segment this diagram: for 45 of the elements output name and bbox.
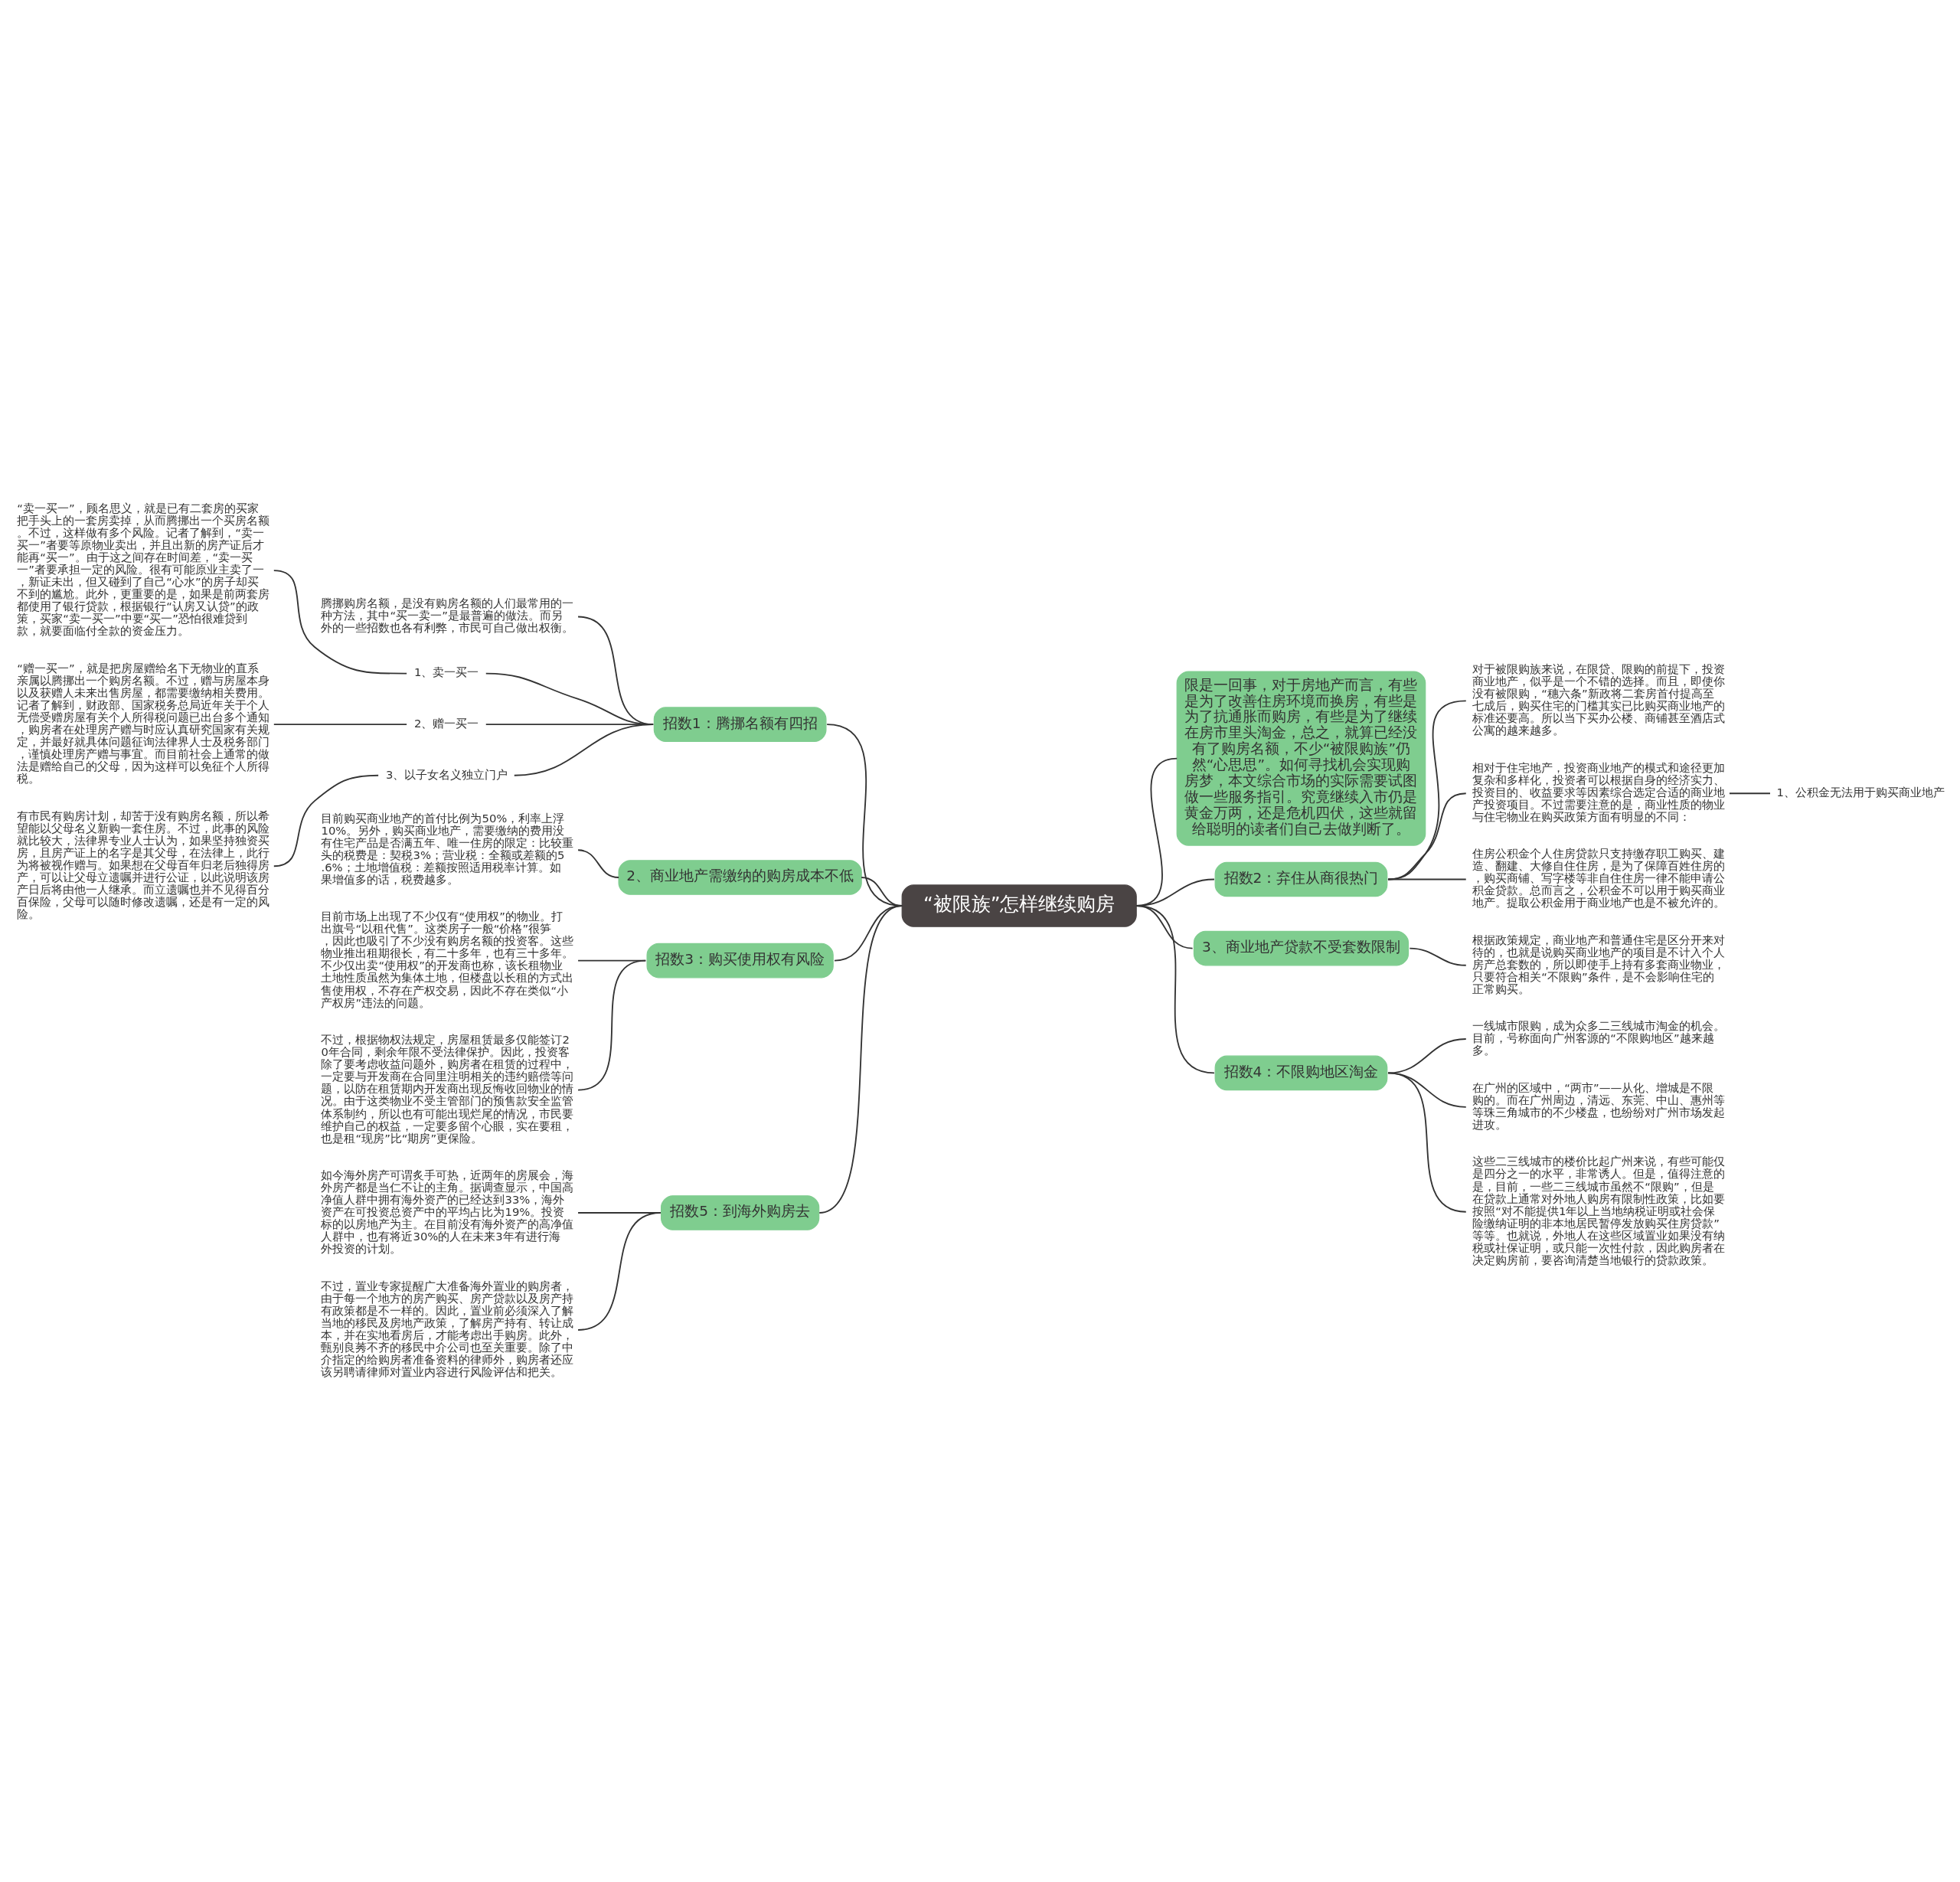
connector — [1409, 947, 1467, 966]
connector — [273, 570, 408, 675]
node-box: 招数2：弃住从商很热门 — [1214, 861, 1388, 897]
node-text: 一线城市限购，成为众多二三线城市淘金的机会。目前，号称面向广州客源的“不限购地区”越来越多。 — [1472, 1018, 1726, 1057]
node-text: 目前购买商业地产的首付比例为50%，利率上浮10%。另外，购买商业地产，需要缴纳的费用没有住宅产品是否满五年、唯一住房的限定：比较重头的税费是：契税3%；营业税：全额或差额的5.6%；土地增值税：差额按照适用税率计算。如果增值多的话，税费越多。 — [321, 811, 574, 887]
node-text: 不过，置业专家提醒广大准备海外置业的购房者，由于每一个地方的房产购买、房产贷款以及房产持有政策都是不一样的。因此，置业前必须深入了解当地的移民及房地产政策，了解房产持有、转让成本，并在实地看房后，才能考虑出手购房。此外，甄别良莠不齐的移民中介公司也至关重要。除了中介指定的给购房者准备资料的律师外，购房者还应该另聘请律师对置业内容进行风险评估和把关。 — [321, 1279, 574, 1378]
node-text: “赠一买一”，就是把房屋赠给名下无物业的直系亲属以腾挪出一个购房名额。不过，赠与房屋本身以及获赠人未来出售房屋，都需要缴纳相关费用。记者了解到，财政部、国家税务总局近年关于个人无偿受赠房屋有关个人所得税问题已出台多个通知，购房者在处理房产赠与时应认真研究国家有关规定，并最好就具体问题征询法律界人士及税务部门，谨慎处理房产赠与事宜。而目前社会上通常的做法是赠给自己的父母，因为这样可以免征个人所得税。 — [17, 661, 270, 786]
node-text: 2、赠一买一 — [414, 717, 479, 730]
node-text: 住房公积金个人住房贷款只支持缴存职工购买、建造、翻建、大修自住住房，是为了保障百姓住房的，购买商铺、写字楼等非自住住房一律不能申请公积金贷款。总而言之，公积金不可以用于购买商业地产。提取公积金用于商业地产也是不被允许的。 — [1472, 847, 1726, 910]
connector — [577, 959, 647, 1091]
node-text: 对于被限购族来说，在限贷、限购的前提下，投资商业地产，似乎是一个不错的选择。而且，即使你没有被限购，“穗六条”新政将二套房首付提高至七成后，购买住宅的门槛其实已比购买商业地产的标准还要高。所以当下买办公楼、商铺甚至酒店式公寓的越来越多。 — [1472, 662, 1726, 737]
connector — [577, 849, 620, 878]
connector — [1387, 700, 1467, 881]
node-text: 这些二三线城市的楼价比起广州来说，有些可能仅是四分之一的水平，非常诱人。但是，值得注意的是，目前，一些二三线城市虽然不“限购”，但是在贷款上通常对外地人购房有限制性政策，比如要按照“对不能提供1年以上当地纳税证明或社会保险缴纳证明的非本地居民暂停发放购买住房贷款”等等。也就说，外地人在这些区域置业如果没有纳税或社保证明，或只能一次性付款，因此购房者在决定购房前，要咨询清楚当地银行的贷款政策。 — [1472, 1155, 1726, 1266]
connector — [273, 774, 380, 867]
node-box: 限是一回事，对于房地产而言，有些是为了改善住房环境而换房，有些是为了抗通胀而购房，有些是为了继续在房市里头淘金，总之，就算已经没有了购房名额，不少“被限购族”仍然“心思思”。如何寻找机会实现购房梦，本文综合市场的实际需要试图做一些服务指引。究竟继续入市仍是黄金万两，还是危机四伏，这些就留给聪明的读者们自己去做判断了。 — [1176, 671, 1426, 846]
node-text: 腾挪购房名额，是没有购房名额的人们最常用的一种方法，其中“买一卖一”是最普遍的做法。而另外的一些招数也各有利弊，市民可自己做出权衡。 — [321, 596, 574, 635]
connector — [513, 724, 655, 776]
node-text: 根据政策规定，商业地产和普通住宅是区分开来对待的，也就是说购买商业地产的项目是不计入个人房产总套数的，所以即使手上持有多套商业物业，只要符合相关“不限购”条件，是不会影响住宅的正常购买。 — [1472, 933, 1726, 995]
connector — [818, 905, 903, 1214]
node-box: 招数4：不限购地区淘金 — [1214, 1055, 1388, 1091]
node-text: 在广州的区域中，“两市”——从化、增城是不限购的。而在广州周边，清远、东莞、中山、惠州等等珠三角城市的不少楼盘，也纷纷对广州市场发起进攻。 — [1472, 1080, 1726, 1131]
node-box: 招数5：到海外购房去 — [661, 1195, 820, 1230]
connector — [1387, 878, 1467, 881]
node-box: 招数1：腾挪名额有四招 — [653, 707, 827, 742]
node-box: 招数3：购买使用权有风险 — [646, 943, 834, 979]
node-text: 不过，根据物权法规定，房屋租赁最多仅能签订20年合同，剩余年限不受法律保护。因此，投资客除了要考虑收益问题外，购房者在租赁的过程中，一定要与开发商在合同里注明相关的违约赔偿等问题，以防在租赁期内开发商出现反悔收回物业的情况。由于这类物业不受主管部门的预售款安全监管体系制约，所以也有可能出现烂尾的情况，市民要维护自己的权益，一定要多留个心眼，实在要租，也是租“现房”比“期房”更保险。 — [321, 1033, 574, 1145]
node-box: “被限族”怎样继续购房 — [901, 884, 1137, 927]
node-text: 3、以子女名义独立门户 — [386, 767, 508, 781]
connector — [1387, 792, 1467, 881]
node-text: 1、公积金无法用于购买商业地产 — [1776, 786, 1945, 799]
node-text: 目前市场上出现了不少仅有“使用权”的物业。打出旗号“以租代售”。这类房子一般“价格”很笋，因此也吸引了不少没有购房名额的投资客。这些物业推出租期很长，有二十多年，也有三十多年。不少仅出卖“使用权”的开发商也称，该长租物业土地性质虽然为集体土地，但楼盘以长租的方式出售使用权，不存在产权交易，因此不存在类似“小产权房”违法的问题。 — [321, 910, 574, 1009]
connector — [1729, 792, 1771, 795]
connector — [273, 724, 408, 726]
node-text: 1、卖一买一 — [414, 665, 479, 679]
connector — [577, 1212, 662, 1331]
connector — [1135, 905, 1215, 1074]
node-box: 2、商业地产需缴纳的购房成本不低 — [618, 860, 862, 895]
node-text: 如今海外房产可谓炙手可热，近两年的房展会，海外房产都是当仁不让的主角。据调查显示，中国高净值人群中拥有海外资产的已经达到33%，海外资产在可投资总资产中的平均占比为19%。投资标的以房地产为主。在目前没有海外资产的高净值人群中，也有将近30%的人在未来3年有进行海外投资的计划。 — [321, 1168, 574, 1255]
node-text: 有市民有购房计划，却苦于没有购房名额，所以希望能以父母名义新购一套住房。不过，此事的风险就比较大，法律界专业人士认为，如果坚持独资买房，且房产证上的名字是其父母，在法律上，此行为将被视作赠与。如果想在父母百年归老后独得房产，可以让父母立遗嘱并进行公证，以此说明该房产日后将由他一人继承。而立遗嘱也并不见得百分百保险，父母可以随时修改遗嘱，还是有一定的风险。 — [17, 809, 270, 921]
connector — [1387, 1072, 1467, 1213]
node-text: 相对于住宅地产，投资商业地产的模式和途径更加复杂和多样化，投资者可以根据自身的经济实力、投资目的、收益要求等因素综合选定合适的商业地产投资项目。不过需要注意的是，商业性质的物业与住宅物业在购买政策方面有明显的不同： — [1472, 760, 1726, 824]
node-box: 3、商业地产贷款不受套数限制 — [1193, 930, 1410, 966]
connector — [1387, 1038, 1467, 1074]
node-text: “卖一买一”，顾名思义，就是已有二套房的买家把手头上的一套房卖掉，从而腾挪出一个买房名额。不过，这样做有多个风险。记者了解到，“卖一买一”者要等原物业卖出，并且出新的房产证后才能再“买一”。由于这之间存在时间差，“卖一买一”者要承担一定的风险。很有可能原业主卖了一，新证未出，但又碰到了自己“心水”的房子却买不到的尴尬。此外，更重要的是，如果是前两套房都使用了银行贷款，根据银行“认房又认贷”的政策，买家“卖一买一”中要“买一”恐怕很难贷到款，就要面临付全款的资金压力。 — [17, 501, 270, 638]
